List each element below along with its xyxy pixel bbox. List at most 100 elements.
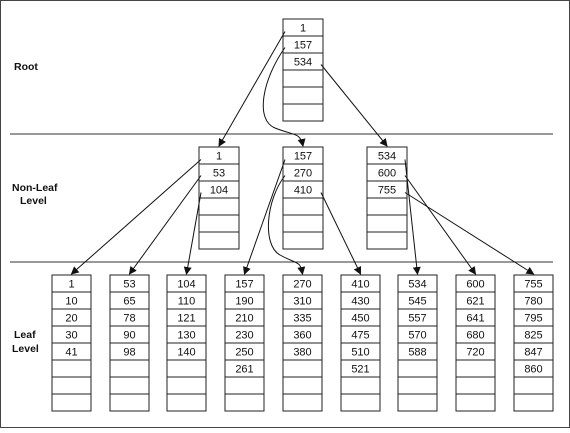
node-key: 680: [466, 330, 484, 342]
node-cell: [397, 359, 438, 378]
node-key: 310: [293, 296, 311, 308]
node-key: 157: [294, 151, 312, 163]
root-node: 1 157 534: [282, 18, 324, 122]
node-cell: [282, 69, 324, 88]
node-cell: [224, 376, 265, 395]
node-key: 641: [466, 313, 484, 325]
node-key: 157: [235, 279, 253, 291]
node-key: 380: [293, 347, 311, 359]
level-label-leaf-line2: Level: [12, 343, 39, 355]
node-key: 53: [123, 279, 135, 291]
node-cell: [109, 393, 150, 412]
node-key: 157: [294, 40, 312, 52]
node-key: 825: [524, 330, 542, 342]
node-cell: [166, 393, 207, 412]
pointer-410-to-leaf: [320, 192, 362, 275]
node-key: 430: [351, 296, 369, 308]
node-cell: [282, 103, 324, 122]
node-key: 570: [408, 330, 426, 342]
leaf-node: 534 545 557 570 588: [397, 274, 438, 412]
node-cell: [282, 214, 324, 233]
node-key: 534: [294, 57, 312, 69]
node-key: 140: [177, 347, 195, 359]
node-cell: [455, 376, 496, 395]
node-key: 534: [408, 279, 426, 291]
pointer-root-1: [218, 31, 286, 147]
node-cell: [366, 197, 408, 216]
node-key: 795: [524, 313, 542, 325]
node-cell: [109, 359, 150, 378]
node-key: 1: [300, 23, 306, 35]
pointer-270-to-leaf: [268, 175, 306, 275]
node-cell: [282, 393, 323, 412]
level-label-leaf-line1: Leaf: [14, 329, 36, 341]
node-key: 1: [68, 279, 74, 291]
node-key: 521: [351, 364, 369, 376]
pointer-1-to-leaf: [70, 159, 202, 275]
node-cell: [282, 86, 324, 105]
node-key: 545: [408, 296, 426, 308]
pointer-root-534: [320, 64, 388, 147]
node-key: 210: [235, 313, 253, 325]
node-cell: [397, 376, 438, 395]
node-key: 1: [216, 151, 222, 163]
node-key: 780: [524, 296, 542, 308]
node-key: 600: [466, 279, 484, 291]
node-key: 250: [235, 347, 253, 359]
node-cell: [109, 376, 150, 395]
node-cell: [166, 376, 207, 395]
node-key: 65: [123, 296, 135, 308]
node-cell: [51, 359, 92, 378]
node-cell: [340, 393, 381, 412]
node-key: 557: [408, 313, 426, 325]
node-cell: [513, 393, 554, 412]
node-key: 10: [65, 296, 77, 308]
node-key: 78: [123, 313, 135, 325]
node-key: 130: [177, 330, 195, 342]
node-cell: [198, 197, 240, 216]
node-key: 534: [378, 151, 396, 163]
node-cell: [366, 214, 408, 233]
node-key: 860: [524, 364, 542, 376]
node-key: 90: [123, 330, 135, 342]
node-key: 588: [408, 347, 426, 359]
level-label-nonleaf-line1: Non-Leaf: [12, 182, 58, 194]
node-key: 41: [65, 347, 77, 359]
node-key: 335: [293, 313, 311, 325]
nodes-group: 1157534153104157270410534600755110203041…: [51, 18, 554, 412]
node-key: 121: [177, 313, 195, 325]
node-key: 110: [178, 296, 196, 308]
node-cell: [198, 231, 240, 250]
node-cell: [455, 359, 496, 378]
node-key: 847: [524, 347, 542, 359]
node-key: 30: [65, 330, 77, 342]
nonleaf-node: 534 600 755: [366, 146, 408, 250]
node-cell: [397, 393, 438, 412]
pointer-157-to-leaf: [243, 159, 286, 275]
node-key: 98: [123, 347, 135, 359]
pointer-root-157: [262, 47, 306, 147]
node-key: 600: [378, 168, 396, 180]
pointer-755-to-leaf: [404, 192, 535, 275]
node-key: 53: [213, 168, 225, 180]
node-key: 104: [210, 185, 228, 197]
pointer-104-to-leaf: [183, 192, 202, 275]
leaf-node: 53 65 78 90 98: [109, 274, 150, 412]
node-cell: [224, 393, 265, 412]
node-cell: [282, 359, 323, 378]
node-key: 270: [293, 279, 311, 291]
node-key: 360: [293, 330, 311, 342]
node-key: 755: [378, 185, 396, 197]
node-key: 410: [351, 279, 369, 291]
node-key: 450: [351, 313, 369, 325]
node-cell: [198, 214, 240, 233]
